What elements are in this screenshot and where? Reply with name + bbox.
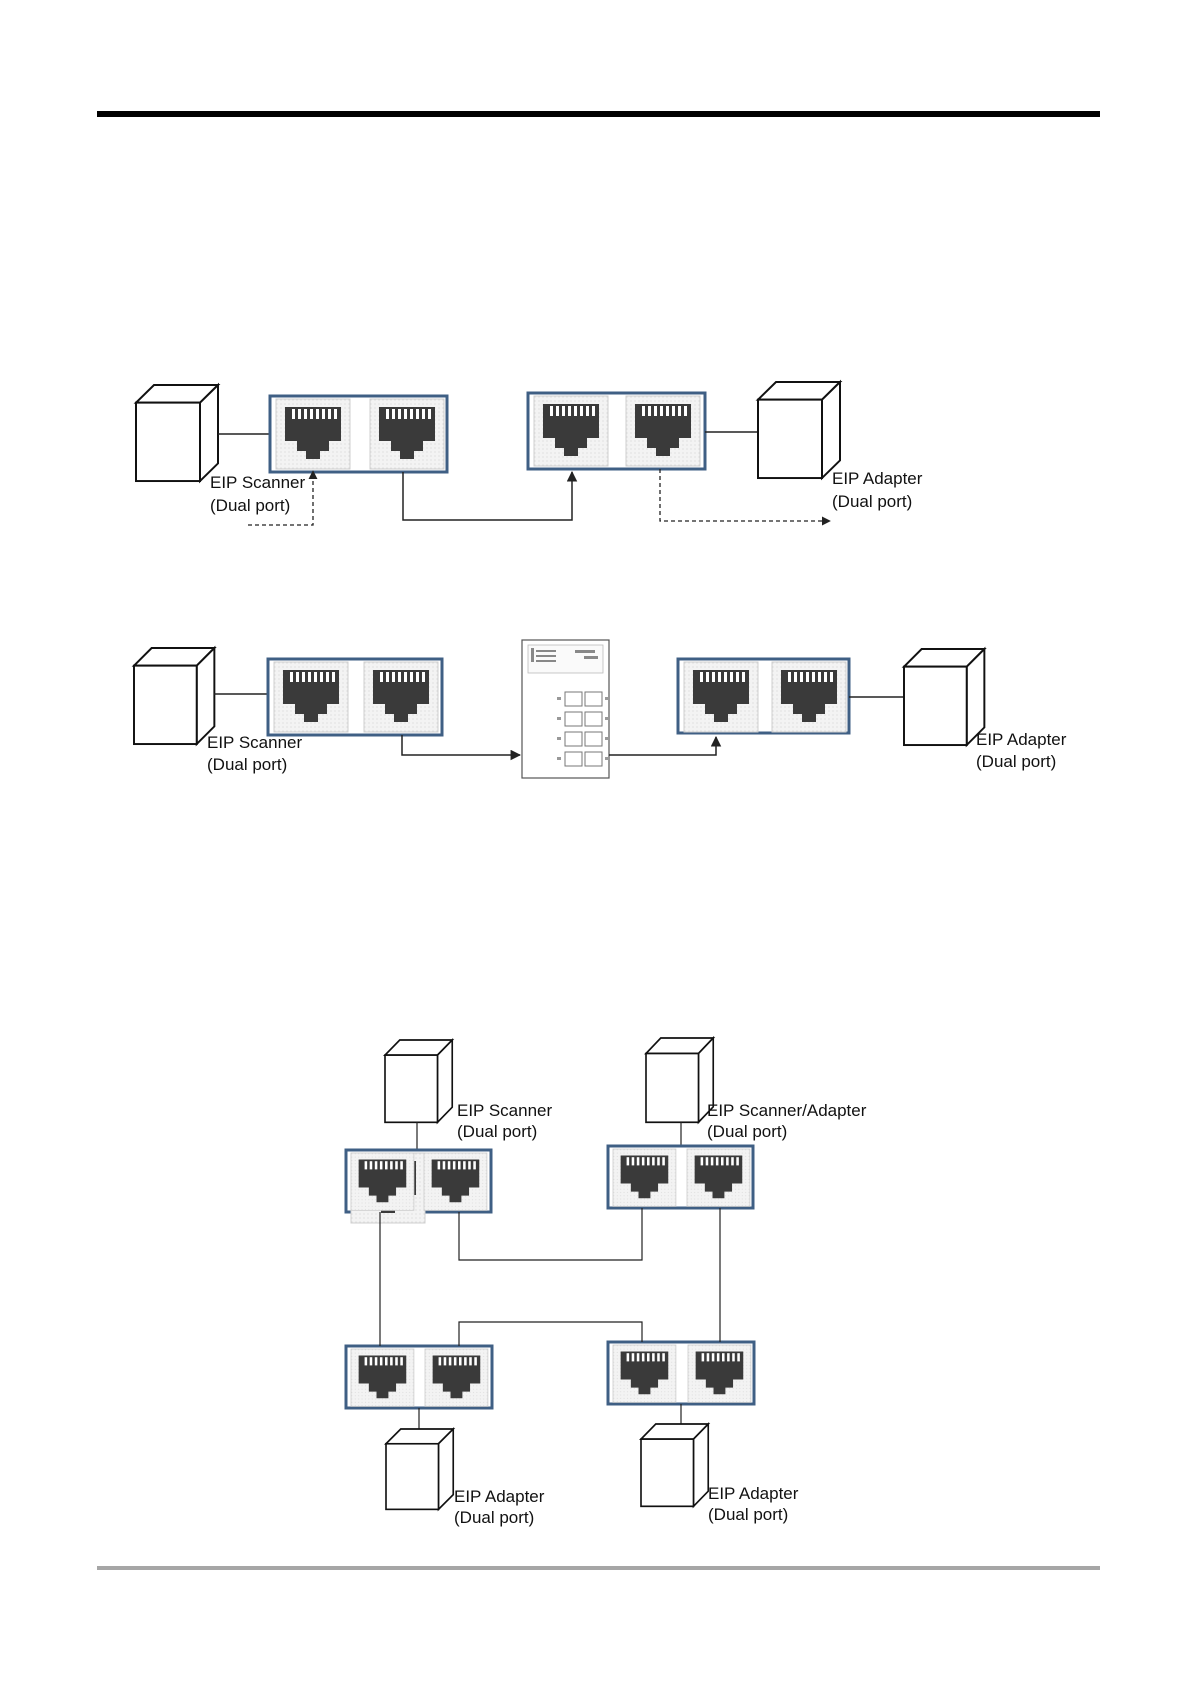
diagram1: EIP Scanner (Dual port) EIP Adapter (Dua…: [136, 382, 923, 525]
adapter1-sub-label: (Dual port): [454, 1508, 534, 1527]
adapter-port-module: [528, 393, 705, 469]
ethernet-switch-icon: [522, 640, 609, 778]
adapter1-device-icon: [386, 1429, 453, 1509]
scanner-sub-label: (Dual port): [457, 1122, 537, 1141]
scanner-device-icon: [134, 648, 214, 744]
adapter1-label: EIP Adapter: [454, 1487, 545, 1506]
scanner-port-module: [268, 659, 442, 735]
adapter-device-icon: [758, 382, 840, 478]
scanner-adapter-device-icon: [646, 1038, 713, 1122]
diagram3: EIP Scanner (Dual port) EIP Scanner/Adap…: [346, 1038, 867, 1527]
scanner-device-icon: [136, 385, 218, 481]
scanner-label: EIP Scanner: [210, 473, 305, 492]
adapter-sub-label: (Dual port): [976, 752, 1056, 771]
adapter-label: EIP Adapter: [976, 730, 1067, 749]
adapter-label: EIP Adapter: [832, 469, 923, 488]
adapter2-label: EIP Adapter: [708, 1484, 799, 1503]
scanner-sub-label: (Dual port): [210, 496, 290, 515]
adapter2-device-icon: [641, 1424, 708, 1506]
adapter-sub-label: (Dual port): [832, 492, 912, 511]
scanner-adapter-label: EIP Scanner/Adapter: [707, 1101, 867, 1120]
diagram2: EIP Scanner (Dual port) EIP Adapter (Dua…: [134, 640, 1067, 778]
adapter2-sub-label: (Dual port): [708, 1505, 788, 1524]
scanner-sub-label: (Dual port): [207, 755, 287, 774]
scanner-label: EIP Scanner: [457, 1101, 552, 1120]
adapter-device-icon: [904, 649, 984, 745]
adapter-port-module: [678, 659, 849, 733]
scanner-device-icon: [385, 1040, 452, 1122]
scanner-adapter-sub-label: (Dual port): [707, 1122, 787, 1141]
scanner-label: EIP Scanner: [207, 733, 302, 752]
scanner-port-module: [270, 396, 447, 472]
